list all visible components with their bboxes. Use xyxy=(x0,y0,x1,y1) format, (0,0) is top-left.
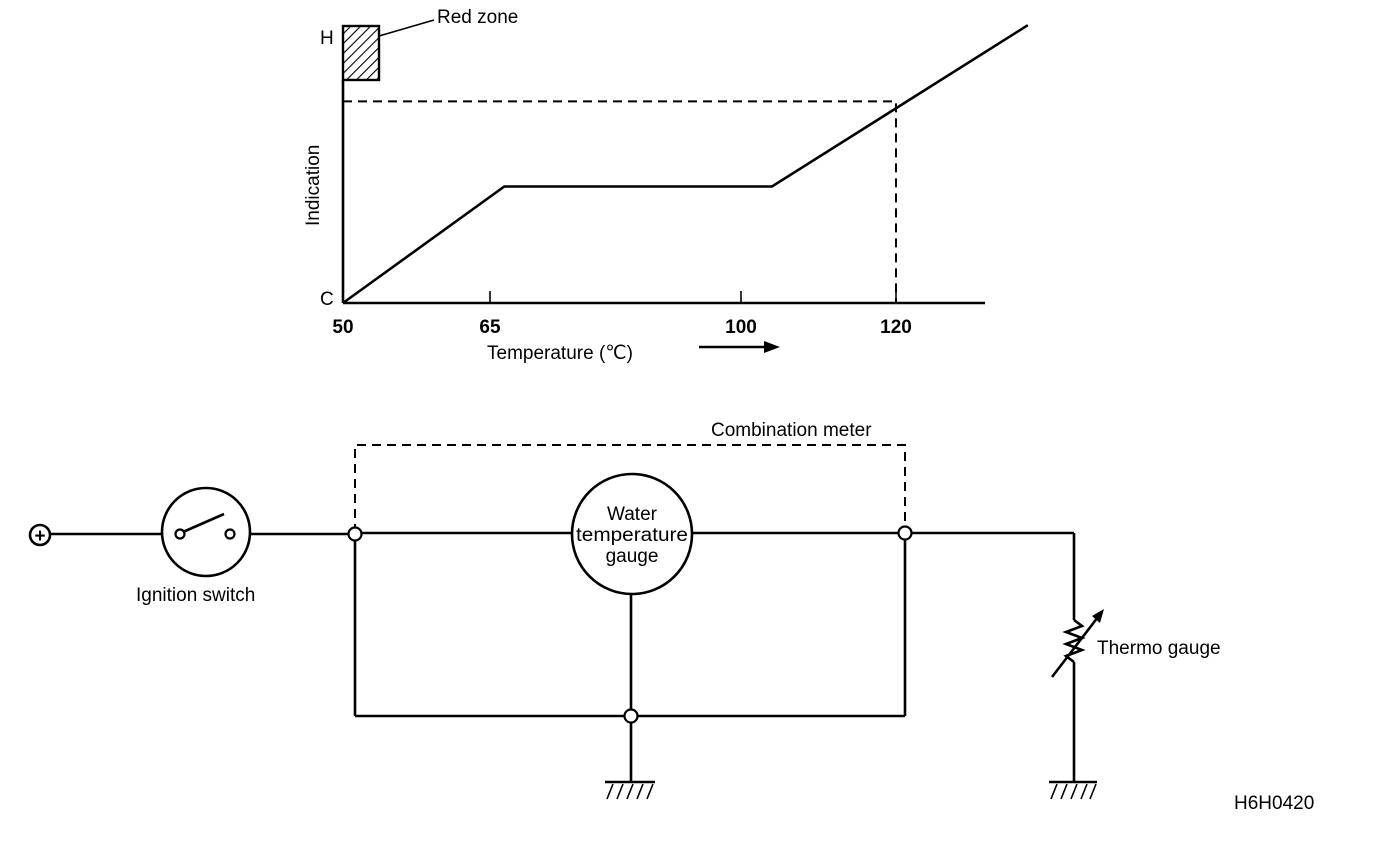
thermo-gauge-arrow-head xyxy=(1092,609,1104,623)
gauge-label-line-2: temperature xyxy=(576,525,688,546)
combination-meter-label: Combination meter xyxy=(711,420,872,441)
x-tick-label-65: 65 xyxy=(479,317,501,338)
red-zone-box xyxy=(341,24,381,82)
red-zone-leader xyxy=(378,19,435,37)
combination-meter-enclosure xyxy=(354,444,906,533)
axis-bottom-label-c: C xyxy=(320,289,334,310)
x-tick-marks xyxy=(342,291,897,303)
junction-node-left xyxy=(347,526,363,542)
ignition-switch-housing xyxy=(160,486,252,578)
x-tick-label-120: 120 xyxy=(880,317,912,338)
thermo-gauge-label: Thermo gauge xyxy=(1097,638,1221,659)
thermo-gauge-variable-arrow xyxy=(1050,616,1100,678)
junction-node-right xyxy=(897,525,913,541)
water-temperature-circuit: + Ignition switch Combination meter Wate… xyxy=(28,420,1221,800)
gauge-label-line-1: Water xyxy=(607,504,658,525)
ground-symbol-thermo xyxy=(1049,780,1097,800)
ignition-switch-contact-left xyxy=(174,528,186,540)
water-temperature-gauge xyxy=(570,472,694,596)
x-tick-labels: 50 65 100 120 xyxy=(332,317,911,338)
ground-symbol-meter xyxy=(605,780,655,800)
x-tick-label-100: 100 xyxy=(725,317,757,338)
ignition-switch-label: Ignition switch xyxy=(136,585,255,606)
battery-positive-symbol: + xyxy=(34,526,45,547)
figure-code: H6H0420 xyxy=(1234,793,1314,814)
y-axis-label: Indication xyxy=(303,145,324,226)
x-tick-label-50: 50 xyxy=(332,317,353,338)
ignition-switch-lever xyxy=(182,512,225,534)
ignition-switch-contact-right xyxy=(224,528,236,540)
junction-node-ground xyxy=(623,708,639,724)
gauge-label-line-3: gauge xyxy=(606,546,659,567)
red-zone-marker-dashed xyxy=(343,100,897,303)
indication-curve xyxy=(342,24,1029,305)
red-zone-label: Red zone xyxy=(437,7,518,28)
axis-top-label-h: H xyxy=(320,28,334,49)
temperature-indication-graph: Red zone H C Indication 50 65 100 120 Te… xyxy=(303,7,1029,364)
x-axis-label: Temperature (℃) xyxy=(487,343,633,364)
x-axis-arrow-head xyxy=(764,341,780,353)
